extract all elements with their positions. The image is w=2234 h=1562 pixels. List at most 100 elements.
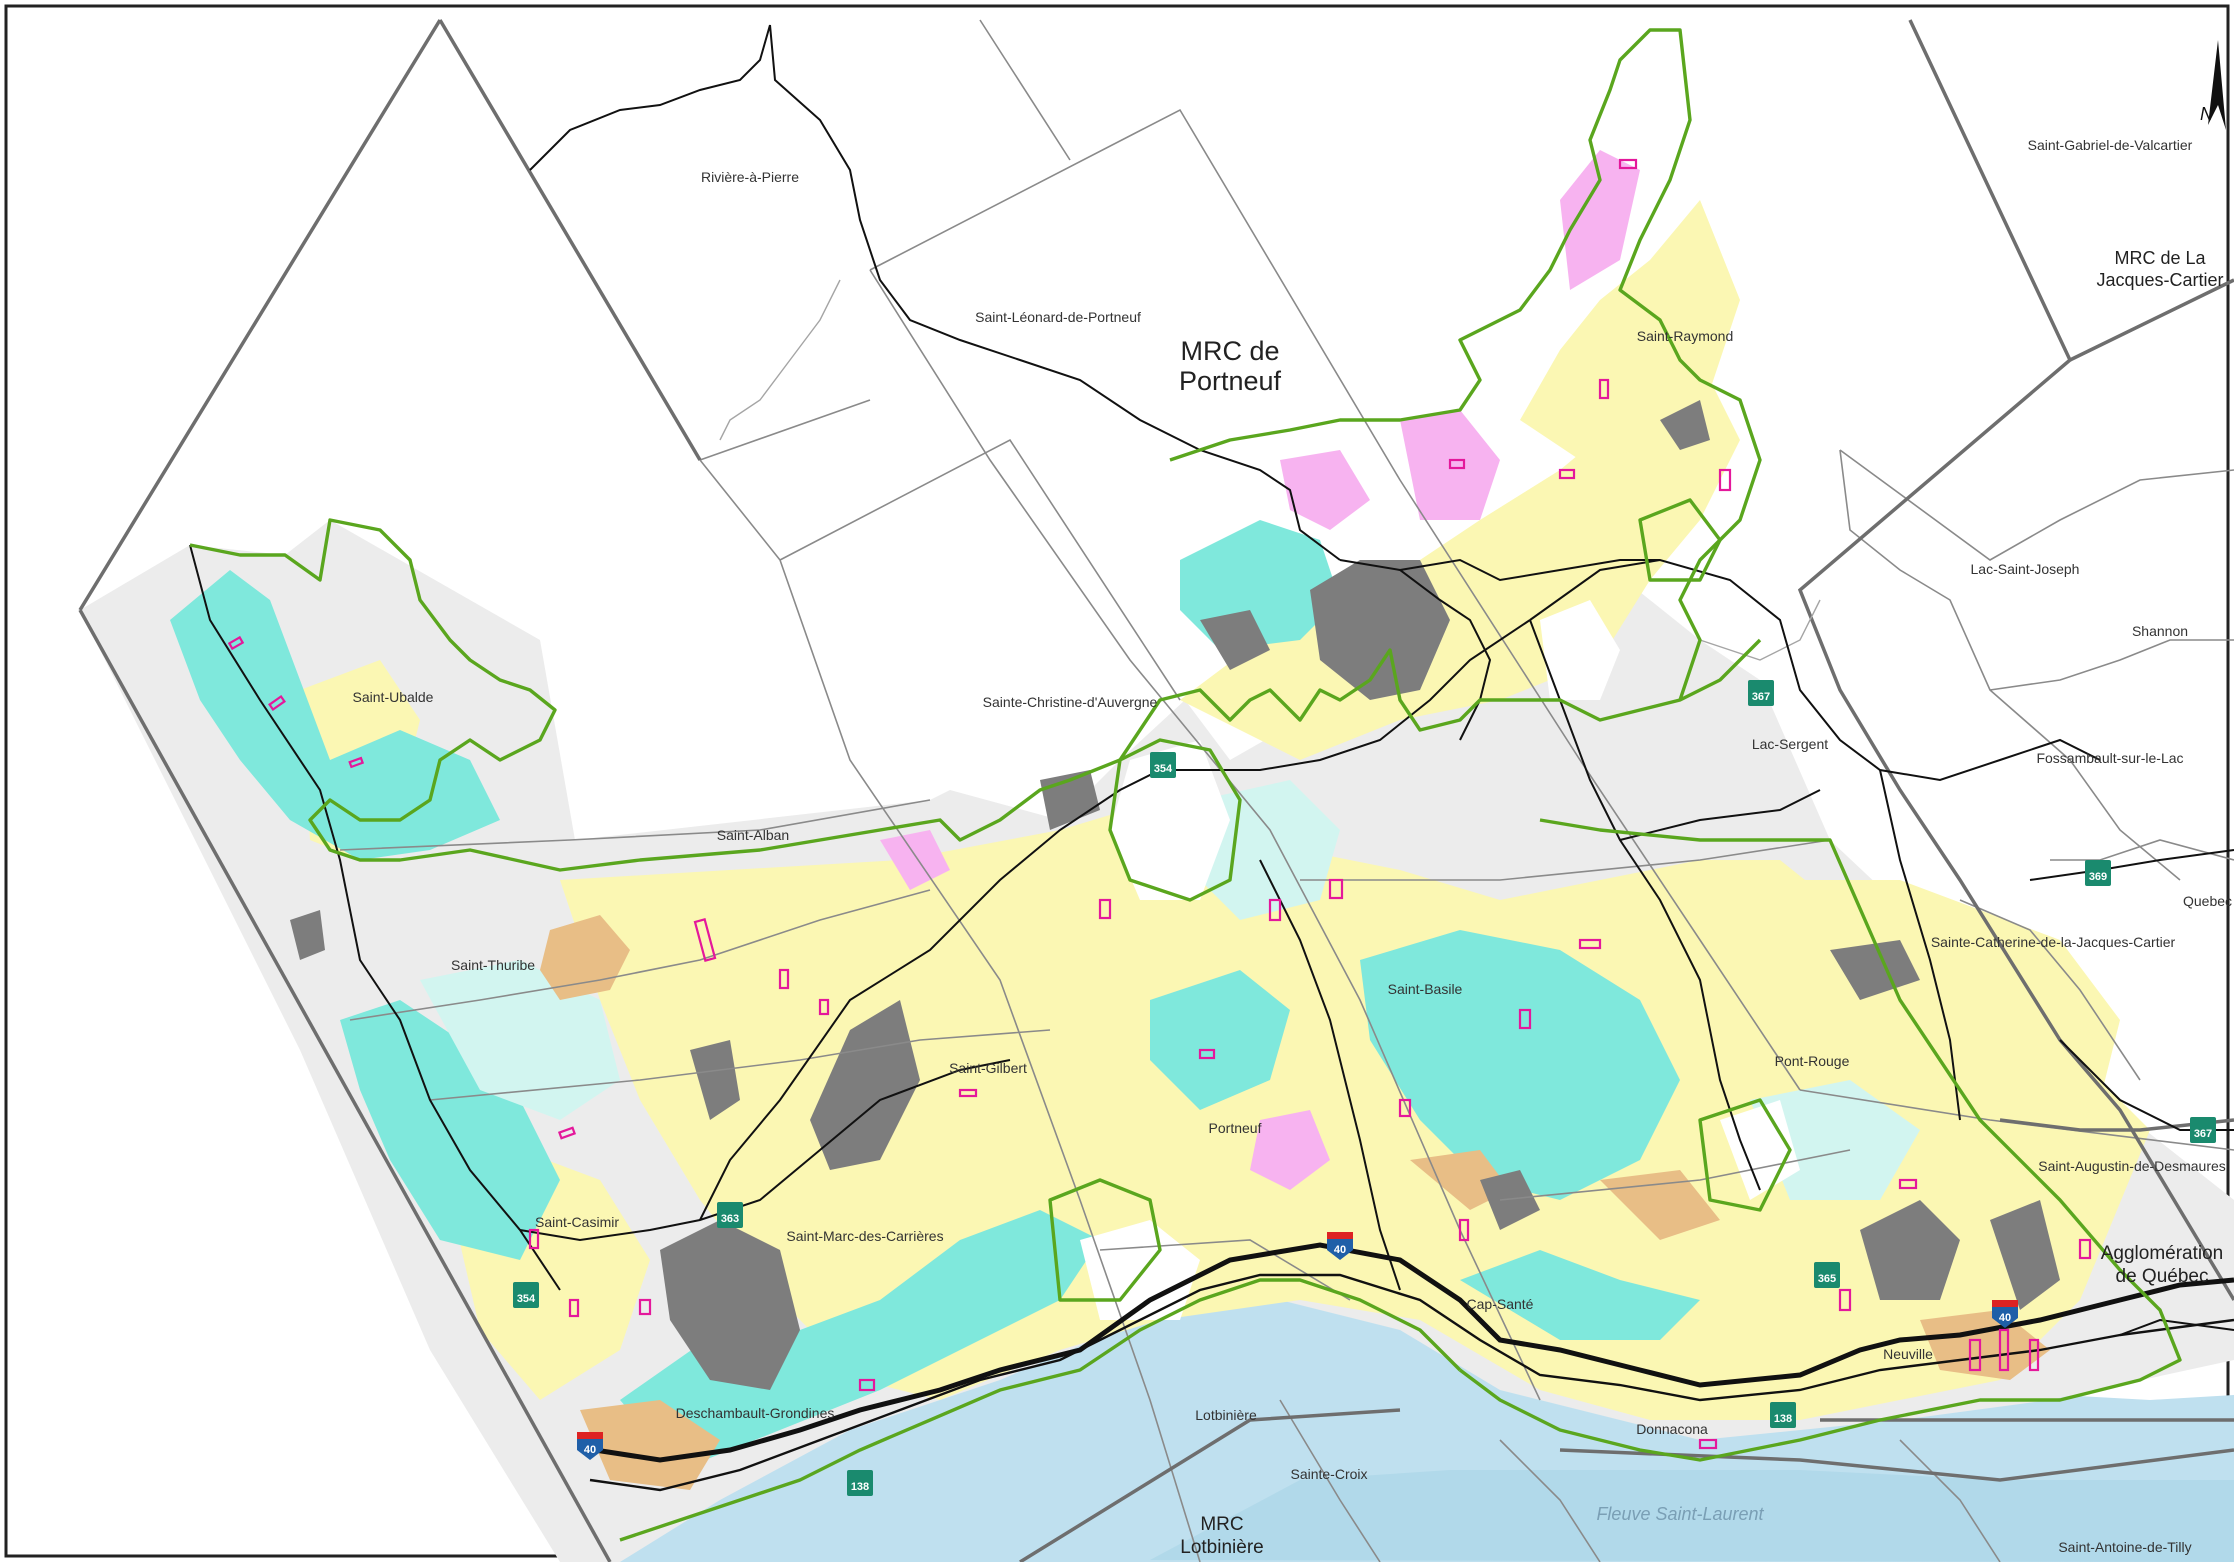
- label-lotbiniere: Lotbinière: [1195, 1407, 1257, 1423]
- label-mrc-jc-line1: MRC de La: [2114, 248, 2206, 268]
- boundary-line: [1099, 1239, 1351, 1301]
- route-shield-number: 367: [1752, 691, 1770, 703]
- roads: [189, 544, 2234, 1291]
- highways: [589, 1242, 2234, 1492]
- label-portneuf: Portneuf: [1209, 1120, 1262, 1136]
- mrc-boundary: [78, 609, 612, 1562]
- autoroute-shield: 40: [1327, 1232, 1353, 1260]
- road-line: [1259, 859, 1401, 1291]
- zone-cyan-west: [170, 570, 500, 860]
- boundary-line: [699, 399, 871, 461]
- label-saint-antoine: Saint-Antoine-de-Tilly: [2058, 1539, 2191, 1555]
- boundary-line: [779, 438, 1181, 701]
- label-saint-basile: Saint-Basile: [1388, 981, 1463, 997]
- label-saint-raymond: Saint-Raymond: [1637, 328, 1734, 344]
- parcel: [818, 998, 830, 1016]
- autoroute-shield: 40: [577, 1432, 603, 1460]
- zone-cyan-mid: [1360, 930, 1680, 1200]
- zone-grey-12: [1660, 400, 1710, 450]
- label-donnacona: Donnacona: [1636, 1421, 1708, 1437]
- boundary-line: [2050, 839, 2234, 861]
- route-shield-number: 138: [1774, 1413, 1792, 1425]
- label-saint-marc: Saint-Marc-des-Carrières: [786, 1228, 943, 1244]
- parcel: [693, 918, 717, 962]
- road-line: [519, 1059, 1011, 1242]
- label-mrc-portneuf-line2: Portneuf: [1179, 366, 1282, 396]
- label-saint-casimir: Saint-Casimir: [535, 1214, 619, 1230]
- mrc-boundary: [2069, 278, 2234, 362]
- zone-outline-north: [1169, 28, 1762, 701]
- route-shield: 365: [1814, 1262, 1840, 1288]
- boundary-line: [1899, 1439, 2001, 1562]
- label-saint-ubalde: Saint-Ubalde: [353, 689, 434, 705]
- autoroute-40: [594, 1242, 2234, 1463]
- parcel: [1268, 898, 1282, 922]
- river-band: [1150, 1470, 2234, 1562]
- zone-outline: [189, 518, 1762, 872]
- mrc-boundary: [1797, 19, 2234, 1301]
- mrc-boundary: [438, 19, 702, 461]
- label-fossambault: Fossambault-sur-le-Lac: [2036, 750, 2183, 766]
- zone-white-4: [1720, 1100, 1800, 1200]
- label-saint-augustin: Saint-Augustin-de-Desmaures: [2038, 1158, 2226, 1174]
- parcel: [2028, 1338, 2040, 1372]
- label-deschambault: Deschambault-Grondines: [676, 1405, 835, 1421]
- parcel: [1968, 1338, 1982, 1372]
- parcel: [958, 1088, 978, 1098]
- boundary-line: [1839, 449, 2181, 881]
- zone-grey-4: [660, 1220, 800, 1390]
- zone-pink-n1: [1560, 150, 1640, 290]
- boundary-line: [1300, 839, 1831, 881]
- route-shield-bg: [2190, 1117, 2216, 1143]
- route-shield-number: 369: [2089, 871, 2107, 883]
- road-line: [1879, 769, 1961, 1121]
- parcel: [1558, 468, 1576, 480]
- parcel: [1598, 378, 1610, 400]
- route-shield-number: 363: [721, 1213, 739, 1225]
- parcel: [557, 1126, 577, 1140]
- boundary-line: [1499, 1149, 1851, 1201]
- parcel: [778, 968, 790, 990]
- zone-pink-w: [880, 830, 950, 890]
- zone-cyan-south: [1460, 1250, 1700, 1340]
- route-shield-bg: [1150, 752, 1176, 778]
- zone-outline-parcel: [1108, 738, 1242, 902]
- parcel: [1518, 1008, 1532, 1030]
- stream-line: [529, 24, 771, 171]
- label-sainte-christine: Sainte-Christine-d'Auvergne: [983, 694, 1158, 710]
- boundary-line: [349, 889, 931, 1021]
- zone-yellow-east: [1750, 880, 2120, 1100]
- parcel: [568, 1298, 580, 1318]
- boundary-line: [1499, 1439, 1601, 1562]
- zone-outline-shore: [619, 1278, 1462, 1542]
- route-shield: 369: [2085, 860, 2111, 886]
- stream-line: [1399, 558, 1660, 582]
- route-shield-bg: [1770, 1402, 1796, 1428]
- route-shield-number: 354: [517, 1293, 536, 1305]
- route-shield-bg: [1814, 1262, 1840, 1288]
- zone-tan-sw: [580, 1400, 720, 1490]
- parcel: [1698, 1438, 1718, 1450]
- boundary-line: [1839, 449, 2234, 561]
- waterways-grey: [719, 279, 1821, 661]
- autoroute-shield-top: [1327, 1232, 1353, 1239]
- route-shields: 354 367 369 363 354 365 138 138: [513, 680, 2216, 1496]
- label-saint-thuribe: Saint-Thuribe: [451, 957, 535, 973]
- mrc-boundary: [1999, 1118, 2234, 1132]
- label-sainte-catherine: Sainte-Catherine-de-la-Jacques-Cartier: [1931, 934, 2176, 950]
- stream-line: [769, 24, 1341, 561]
- label-quebec: Quebec: [2183, 893, 2232, 909]
- zone-cyan-shore: [620, 1210, 1100, 1470]
- parcel: [1618, 158, 1638, 170]
- label-shannon: Shannon: [2132, 623, 2188, 639]
- boundary-line: [979, 19, 1071, 161]
- mrc-boundary: [78, 19, 442, 611]
- route-shield: 363: [717, 1202, 743, 1228]
- label-saint-alban: Saint-Alban: [717, 827, 789, 843]
- label-saint-leonard: Saint-Léonard-de-Portneuf: [975, 309, 1141, 325]
- parcel: [1998, 1328, 2010, 1372]
- boundary-line: [1799, 1089, 2234, 1151]
- zone-white-3: [1540, 600, 1620, 700]
- label-cap-sante: Cap-Santé: [1467, 1296, 1534, 1312]
